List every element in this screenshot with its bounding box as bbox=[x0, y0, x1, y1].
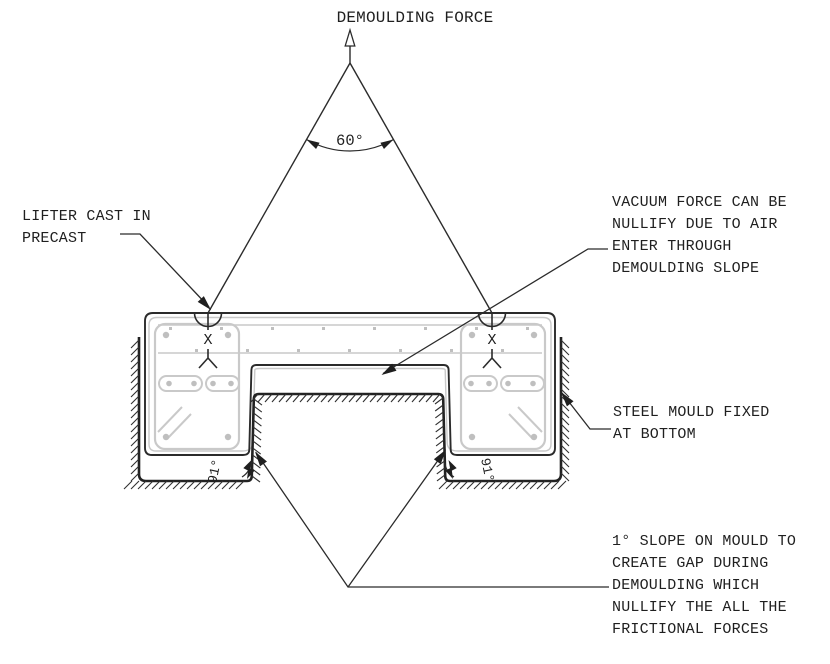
draft-angle-right: 91° bbox=[476, 457, 496, 484]
leader-arrowheads bbox=[197, 139, 574, 479]
demoulding-force-text: DEMOULDING FORCE bbox=[336, 9, 494, 27]
lifters: X X bbox=[193, 312, 507, 369]
sling-angle-value: 60° bbox=[336, 132, 364, 150]
lifter-right: X bbox=[477, 312, 507, 369]
lifter-left: X bbox=[193, 312, 223, 369]
lifter-label: LIFTER CAST IN PRECAST bbox=[22, 208, 151, 247]
rebar-layer bbox=[148, 316, 552, 452]
mould-hatching bbox=[123, 339, 570, 490]
draft-angle-left: 91° bbox=[206, 458, 226, 485]
precast-outline bbox=[144, 312, 556, 456]
leader-steel-mould bbox=[561, 392, 611, 430]
leader-lines bbox=[120, 233, 611, 588]
sling-line-right bbox=[349, 62, 493, 314]
steel-mould-label: STEEL MOULD FIXED AT BOTTOM bbox=[613, 404, 770, 443]
leader-lifter bbox=[120, 233, 210, 308]
rebar-dots bbox=[162, 327, 538, 441]
cover-line bbox=[148, 316, 552, 452]
force-arrowhead bbox=[344, 27, 356, 47]
steel-mould-outline bbox=[123, 337, 570, 490]
demoulding-force-label: DEMOULDING FORCE bbox=[0, 7, 830, 29]
leader-slope bbox=[255, 450, 609, 588]
leader-vacuum bbox=[382, 248, 608, 375]
sling-line-left bbox=[207, 62, 351, 314]
lifter-anchor-mark: X bbox=[487, 332, 496, 349]
lifter-anchor-mark: X bbox=[203, 332, 212, 349]
vacuum-label: VACUUM FORCE CAN BE NULLIFY DUE TO AIR E… bbox=[612, 194, 787, 277]
demoulding-force-group: 60° bbox=[207, 27, 493, 314]
draft-angle-dims: 91° 91° bbox=[206, 457, 496, 485]
slope-label: 1° SLOPE ON MOULD TO CREATE GAP DURING D… bbox=[612, 533, 797, 638]
